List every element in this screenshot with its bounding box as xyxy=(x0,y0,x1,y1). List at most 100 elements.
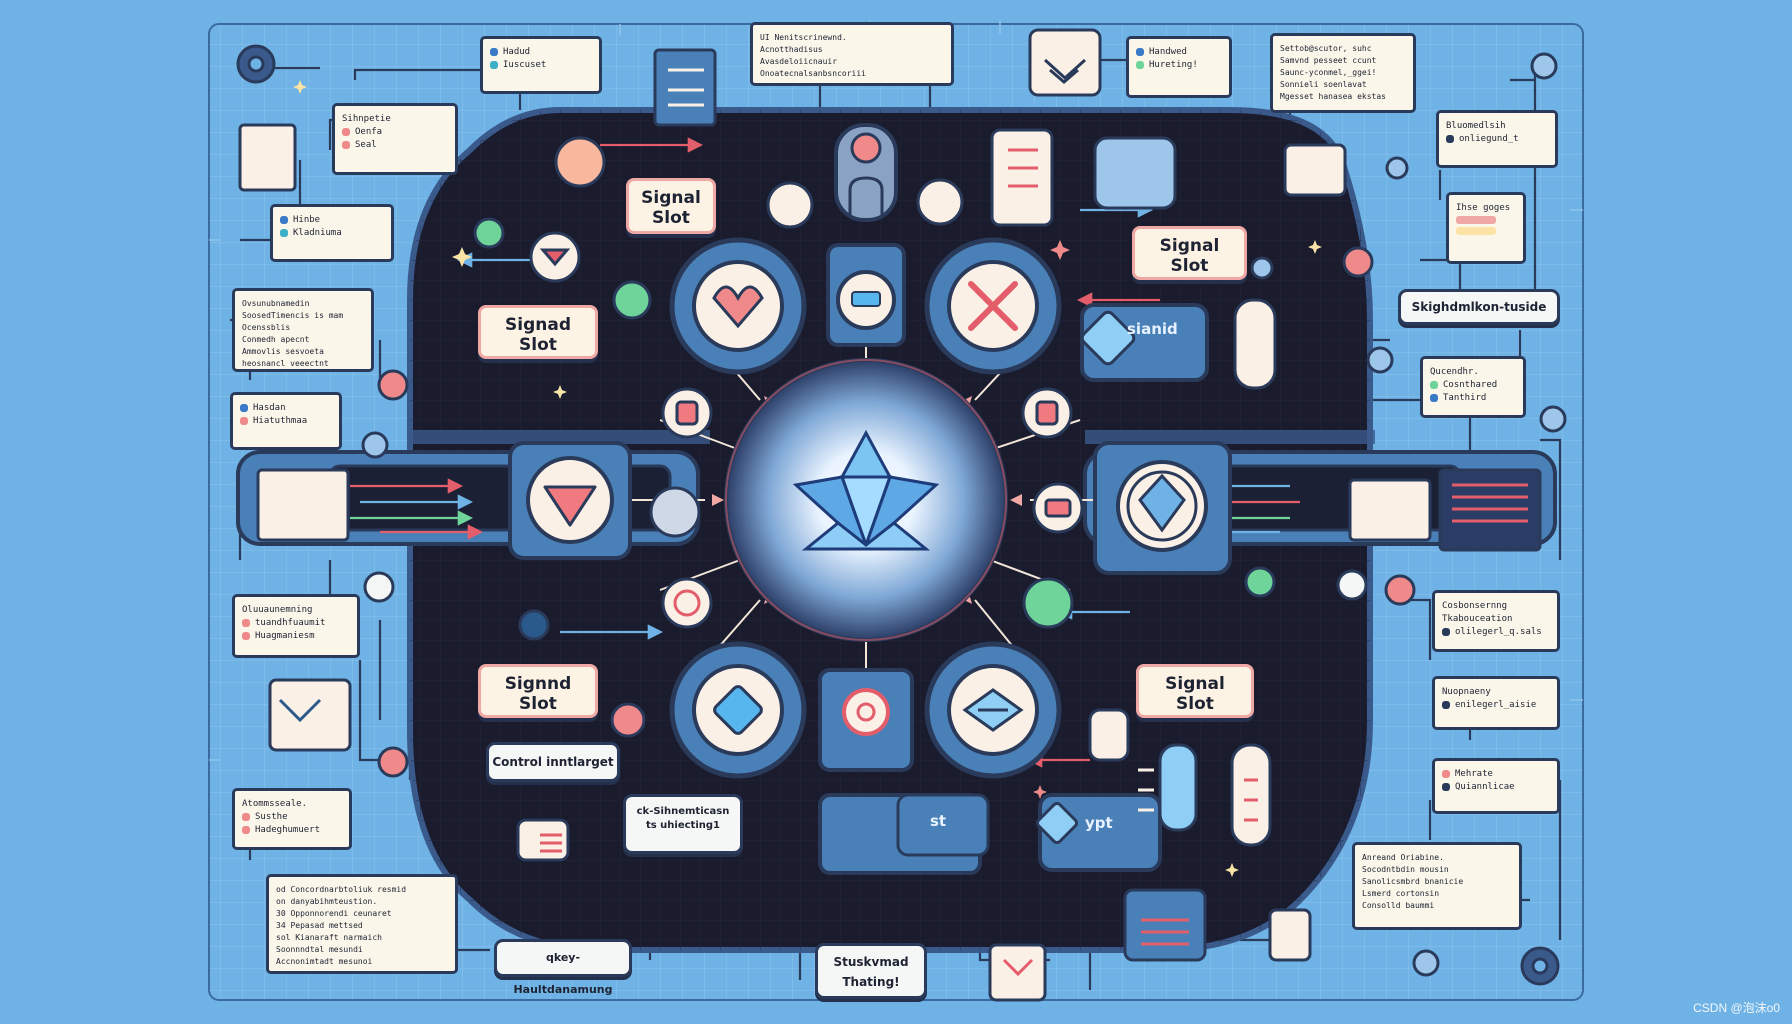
label-line: Slot xyxy=(652,208,690,228)
card-line: Oenfa xyxy=(355,127,383,137)
card-line: 34 Pepasad mettsed xyxy=(276,921,363,930)
sparkles xyxy=(293,80,1322,877)
card-line: Susthe xyxy=(255,812,288,822)
ck-line: ck-Sihnemticasn xyxy=(636,806,730,817)
card-line: Saunc-yconmel,_ggei! xyxy=(1280,68,1377,77)
thating-line: Thating! xyxy=(842,975,900,989)
card-line: Hureting! xyxy=(1149,60,1198,70)
card-line: Ocenssblis xyxy=(242,323,291,332)
card-line: Cosnthared xyxy=(1443,380,1498,390)
card-line: Hasdan xyxy=(253,403,286,413)
label-line: Slot xyxy=(519,694,557,714)
card-line: Soonnndtal mesundi xyxy=(276,945,363,954)
card-line: Huagmaniesm xyxy=(255,631,315,641)
card-line: Hiatuthmaa xyxy=(253,416,308,426)
card-line: Ihse goges xyxy=(1456,203,1511,213)
node-ypt-text: ypt xyxy=(1085,814,1113,832)
card-line: Hadeghumuert xyxy=(255,825,321,835)
signal-slot-label: Signal Slot xyxy=(1132,226,1247,280)
card-line: Tkabouceation xyxy=(1442,614,1513,624)
card-line: olilegerl_q.sals xyxy=(1455,627,1542,637)
corner-icons xyxy=(236,44,1567,986)
card-line: Onoatecnalsanbsncoriii xyxy=(760,69,866,78)
card-line: Sanolicsmbrd bnanicie xyxy=(1362,877,1464,886)
card-nav: Hadud Iuscuset xyxy=(480,36,602,94)
label-line: Signad xyxy=(505,315,571,335)
small-nodes xyxy=(363,136,1416,778)
node-top-right xyxy=(924,237,1062,375)
node-st-text: st xyxy=(930,812,947,830)
label-line: Signnd xyxy=(504,674,572,694)
card-left-3: Atommsseale. Susthe Hadeghumuert xyxy=(232,788,352,850)
signal-slot-label: Signal Slot xyxy=(1136,664,1254,718)
node-top-left xyxy=(669,237,807,375)
card-line: Atommsseale. xyxy=(242,799,308,809)
label-line: Signal xyxy=(641,188,701,208)
card-line: sol Kianaraft narmaich xyxy=(276,933,382,942)
card-line: on danyabihmteustion. xyxy=(276,897,378,906)
card-line: Mehrate xyxy=(1455,769,1493,779)
signal-slot-label: Signal Slot xyxy=(626,178,716,234)
card-r3: Mehrate Quiannlicae xyxy=(1432,758,1560,814)
card-line: Iuscuset xyxy=(503,60,547,70)
card-line: UI Nenitscrinewnd. xyxy=(760,33,847,42)
card-line: Anreand Oriabine. xyxy=(1362,853,1444,862)
card-line: Bluomedlsih xyxy=(1446,121,1506,131)
triangle-down-icon xyxy=(543,485,597,527)
label-line: Slot xyxy=(519,335,557,355)
card-top-center: UI Nenitscrinewnd. Acnotthadisus Avasdel… xyxy=(750,22,954,86)
skighd-pill: Skighdmlkon-tuside xyxy=(1398,289,1560,325)
node-left-square xyxy=(508,441,632,560)
node-bottom-right xyxy=(924,641,1062,779)
node-bottom-left xyxy=(669,641,807,779)
card-mid-left: Oluuaunemning tuandhfuaumit Huagmaniesm xyxy=(232,594,360,658)
label-line: Signal xyxy=(1165,674,1225,694)
close-icon xyxy=(968,281,1018,331)
card-setup: Settob@scutor, suhc Samvnd pesseet ccunt… xyxy=(1270,33,1416,113)
card-line: Settob@scutor, suhc xyxy=(1280,44,1372,53)
card-line: Avasdeloiicnauir xyxy=(760,57,838,66)
capsules xyxy=(238,28,1542,1002)
card-line: tuandhfuaumit xyxy=(255,618,326,628)
node-st-box xyxy=(896,793,990,857)
card-h1: Hinbe Kladniuma xyxy=(270,204,394,262)
control-target-pill: Control inntlarget xyxy=(486,742,620,782)
watermark: CSDN @泡沫o0 xyxy=(1693,1001,1780,1015)
card-line: Acnotthadisus xyxy=(760,45,823,54)
card-line: Sihnpetie xyxy=(342,114,391,124)
card-line: Samvnd pesseet ccunt xyxy=(1280,56,1377,65)
label-line: Signal xyxy=(1159,236,1220,256)
card-line: Socodntbdin mousin xyxy=(1362,865,1449,874)
ck-pill: ck-Sihnemticasn ts uhiecting1 xyxy=(623,794,743,854)
signal-slot-label: Signnd Slot xyxy=(478,664,598,718)
card-line: Nuopnaeny xyxy=(1442,687,1491,697)
card-line: Handwed xyxy=(1149,47,1187,57)
node-top-center xyxy=(826,123,906,347)
card-list: Ovsunubnamedin SoosedTimencis is mam Oce… xyxy=(232,288,374,372)
card-line: Accnonimtadt mesunoi xyxy=(276,957,373,966)
diamond-icon xyxy=(713,685,763,735)
crystal-icon xyxy=(792,429,940,551)
card-line: Lsmerd cortonsin xyxy=(1362,889,1440,898)
card-line: Mgesset hanasea ekstas xyxy=(1280,92,1386,101)
heart-icon xyxy=(712,285,764,329)
card-line: onliegund_t xyxy=(1459,134,1519,144)
stuskvmad-pill: Stuskvmad Thating! xyxy=(815,943,927,999)
card-line: od Concordnarbtoliuk resmid xyxy=(276,885,407,894)
card-line: heosnancl veeectnt xyxy=(242,359,329,368)
card-tr: Bluomedlsih onliegund_t xyxy=(1436,110,1558,168)
card-line: Quiannlicae xyxy=(1455,782,1515,792)
signal-slot-label: Signad Slot xyxy=(478,305,598,359)
card-qc: Qucendhr. Cosnthared Tanthird xyxy=(1420,356,1526,418)
card-line: Cosbonsernng xyxy=(1442,601,1508,611)
card-line: 30 Opponnorendi ceunaret xyxy=(276,909,392,918)
capsule-glyphs xyxy=(278,58,1528,977)
card-line: Ammovlis sesvoeta xyxy=(242,347,324,356)
card-line: Hadud xyxy=(503,47,531,57)
node-sianid-box xyxy=(1080,303,1209,382)
card-line: Conmedh apecnt xyxy=(242,335,310,344)
stuskvmad-line: Stuskvmad xyxy=(833,955,909,969)
query-pill: qkey-Haultdanamung xyxy=(494,939,632,996)
crest-icon xyxy=(1138,473,1186,533)
